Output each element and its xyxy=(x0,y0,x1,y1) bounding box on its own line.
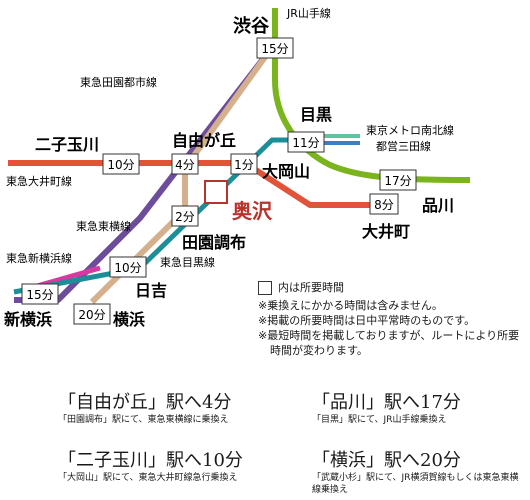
legend-note-2: ※掲載の所要時間は日中平常時のものです。 xyxy=(258,314,476,327)
route-shinagawa-title: 「品川」駅へ17分 xyxy=(312,392,461,413)
legend-box xyxy=(258,280,272,295)
station-shibuya: 渋谷 xyxy=(233,15,270,37)
route-futakotamagawa-title: 「二子玉川」駅へ10分 xyxy=(58,450,243,471)
time-box-shinyokohama: 15分 xyxy=(21,283,59,305)
route-jiyugaoka-title: 「自由が丘」駅へ4分 xyxy=(58,392,232,413)
label-jr-yamanote: JR山手線 xyxy=(286,6,331,20)
okusawa-marker xyxy=(204,180,228,204)
route-yokohama: 「横浜」駅へ20分 「武蔵小杉」駅にて、JR横須賀線もしくは東急東横線乗換え xyxy=(312,450,522,496)
station-ookayama: 大岡山 xyxy=(262,162,310,181)
legend: 内は所要時間 ※乗換えにかかる時間は含みません。 ※掲載の所要時間は日中平常時の… xyxy=(258,280,528,358)
route-summary: 「自由が丘」駅へ4分 「田園調布」駅にて、東急東横線に乗換え 「品川」駅へ17分… xyxy=(0,388,530,500)
route-jiyugaoka: 「自由が丘」駅へ4分 「田園調布」駅にて、東急東横線に乗換え xyxy=(58,392,231,426)
label-toei-mita: 都営三田線 xyxy=(376,139,431,153)
time-denenchofu: 2分 xyxy=(175,210,195,224)
label-oimachi: 東急大井町線 xyxy=(6,174,72,188)
station-shinagawa: 品川 xyxy=(422,196,454,215)
time-yokohama: 20分 xyxy=(78,308,105,322)
station-oimachi: 大井町 xyxy=(362,222,410,241)
label-toyoko: 東急東横線 xyxy=(76,219,131,233)
time-hiyoshi: 10分 xyxy=(114,261,141,275)
station-hiyoshi: 日吉 xyxy=(135,281,167,300)
route-yokohama-note: 「武蔵小杉」駅にて、JR横須賀線もしくは東急東横線乗換え xyxy=(312,473,519,495)
time-meguro: 11分 xyxy=(292,136,319,150)
route-futakotamagawa: 「二子玉川」駅へ10分 「大岡山」駅にて、東急大井町線急行乗換え xyxy=(58,450,243,484)
route-futakotamagawa-note: 「大岡山」駅にて、東急大井町線急行乗換え xyxy=(58,473,238,483)
legend-box-row: 内は所要時間 xyxy=(258,280,528,295)
label-metro-namboku: 東京メトロ南北線 xyxy=(366,123,454,137)
station-shinyokohama: 新横浜 xyxy=(4,310,52,329)
time-box-denenchofu: 2分 xyxy=(171,205,199,227)
time-oimachi: 8分 xyxy=(374,198,394,212)
time-box-oimachi: 8分 xyxy=(369,193,399,215)
time-shibuya: 15分 xyxy=(261,42,288,56)
station-futakotamagawa: 二子玉川 xyxy=(35,135,99,154)
label-meguro: 東急目黒線 xyxy=(160,255,215,269)
route-shinagawa: 「品川」駅へ17分 「目黒」駅にて、JR山手線乗換え xyxy=(312,392,461,426)
station-meguro: 目黒 xyxy=(300,105,332,124)
station-okusawa: 奥沢 xyxy=(232,199,273,223)
time-box-shibuya: 15分 xyxy=(256,37,294,59)
label-shin-yokohama: 東急新横浜線 xyxy=(6,251,72,265)
legend-note-3: ※最短時間を掲載しておりますが、ルートにより所要時間が変わります。 xyxy=(258,329,520,357)
time-shinagawa: 17分 xyxy=(384,174,411,188)
line-toyoko xyxy=(89,48,273,305)
route-jiyugaoka-note: 「田園調布」駅にて、東急東横線に乗換え xyxy=(58,415,229,425)
station-denenchofu: 田園調布 xyxy=(182,233,246,252)
time-shinyokohama: 15分 xyxy=(26,288,53,302)
legend-box-label: 内は所要時間 xyxy=(278,281,344,294)
time-box-hiyoshi: 10分 xyxy=(109,256,147,278)
time-box-ookayama: 1分 xyxy=(230,153,258,175)
time-box-futakotamagawa: 10分 xyxy=(102,153,140,175)
route-shinagawa-note: 「目黒」駅にて、JR山手線乗換え xyxy=(312,415,447,425)
time-futakotamagawa: 10分 xyxy=(107,158,134,172)
time-box-yokohama: 20分 xyxy=(73,303,111,325)
legend-note-1: ※乗換えにかかる時間は含みません。 xyxy=(258,299,443,312)
route-yokohama-title: 「横浜」駅へ20分 xyxy=(312,450,461,471)
time-box-meguro: 11分 xyxy=(287,131,325,153)
time-box-jiyugaoka: 4分 xyxy=(171,153,199,175)
time-ookayama: 1分 xyxy=(234,158,254,172)
time-jiyugaoka: 4分 xyxy=(175,158,195,172)
time-box-shinagawa: 17分 xyxy=(379,169,417,191)
station-jiyugaoka: 自由が丘 xyxy=(172,131,236,150)
label-den-en-toshi: 東急田園都市線 xyxy=(80,75,157,89)
line-yamanote xyxy=(272,8,471,183)
station-yokohama: 横浜 xyxy=(113,310,145,329)
